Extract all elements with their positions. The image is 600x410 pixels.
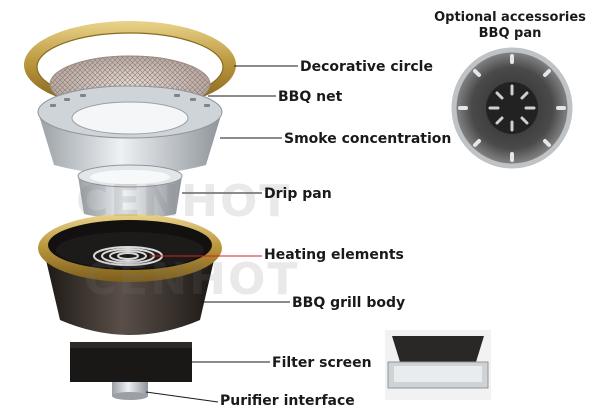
filter-screen-part [70, 342, 192, 382]
label-bbq-net: BBQ net [278, 89, 343, 105]
drip-pan-part [77, 164, 183, 219]
bbq-pan-accessory [451, 47, 573, 169]
leader-lines [145, 65, 298, 403]
label-filter-screen: Filter screen [272, 355, 372, 371]
watermark-line-1: CENHOT [76, 176, 292, 227]
purifier-interface-part [112, 382, 148, 400]
label-bbq-grill-body: BBQ grill body [292, 295, 406, 311]
watermark-line-2: CENHOT [84, 254, 300, 305]
label-purifier-interface: Purifier interface [220, 393, 355, 409]
label-smoke-concentration: Smoke concentration [284, 131, 452, 147]
label-decorative-circle: Decorative circle [300, 59, 433, 75]
accessory-heading: Optional accessories [434, 10, 586, 25]
label-heating-elements: Heating elements [264, 247, 404, 263]
grill-body-part [38, 214, 222, 335]
filter-drawer-photo [385, 330, 491, 400]
accessory-subheading: BBQ pan [478, 26, 542, 41]
smoke-concentration-part [37, 85, 223, 175]
label-drip-pan: Drip pan [264, 186, 332, 202]
heating-elements-part [93, 246, 163, 266]
